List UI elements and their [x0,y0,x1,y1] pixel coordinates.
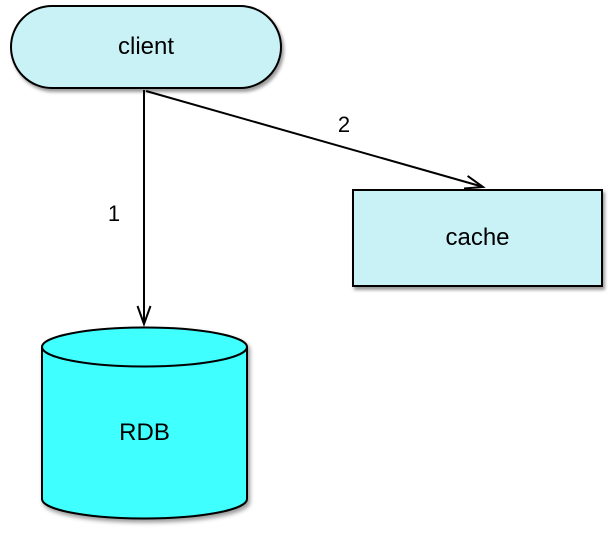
rdb-cylinder-shape [41,326,248,520]
edge-label-1: 1 [107,201,121,226]
node-client-label: client [117,33,175,60]
node-rdb-label: RDB [119,419,170,446]
cylinder-body [41,347,248,520]
node-cache-label: cache [445,224,510,251]
node-client: client [10,5,282,89]
arrowhead-icon [463,175,486,190]
edge-client-cache [145,90,486,190]
node-cache: cache [352,189,603,287]
edge-label-2: 2 [337,112,351,137]
arrowhead-icon [136,305,152,327]
cylinder-top [41,326,248,368]
edge-client-rdb [136,90,152,327]
edge-line [145,90,481,187]
